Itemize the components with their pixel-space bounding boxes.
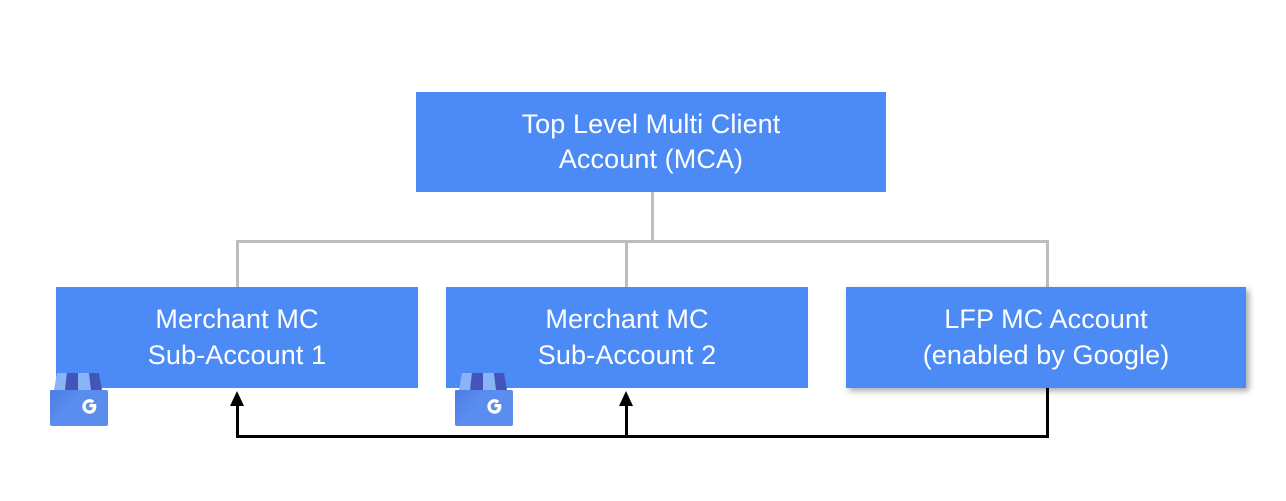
node-lfp-mc-account[interactable]: LFP MC Account (enabled by Google) bbox=[846, 287, 1246, 388]
feed-arrow-riser-lfp bbox=[1046, 388, 1049, 438]
connector-drop-lfp bbox=[1046, 240, 1049, 288]
feed-arrowhead-sub1 bbox=[230, 391, 244, 406]
connector-drop-sub1 bbox=[236, 240, 239, 288]
feed-arrow-horizontal-bus bbox=[236, 435, 1049, 438]
node-lfp-mc-account-label: LFP MC Account (enabled by Google) bbox=[922, 304, 1170, 370]
node-top-level-mca[interactable]: Top Level Multi Client Account (MCA) bbox=[416, 92, 886, 192]
node-top-level-mca-label: Top Level Multi Client Account (MCA) bbox=[521, 108, 781, 174]
feed-arrowhead-sub2 bbox=[619, 391, 633, 406]
connector-drop-sub2 bbox=[625, 240, 628, 288]
feed-arrow-stem-sub1 bbox=[236, 404, 239, 438]
connector-horizontal-bus bbox=[236, 240, 1049, 243]
node-merchant-sub-account-1[interactable]: Merchant MC Sub-Account 1 bbox=[56, 287, 418, 388]
connector-mca-stem bbox=[651, 192, 654, 243]
node-merchant-sub-account-2-label: Merchant MC Sub-Account 2 bbox=[537, 304, 717, 370]
node-merchant-sub-account-2[interactable]: Merchant MC Sub-Account 2 bbox=[446, 287, 808, 388]
feed-arrow-stem-sub2 bbox=[625, 404, 628, 438]
google-business-profile-storefront-icon bbox=[42, 368, 116, 426]
google-business-profile-storefront-icon bbox=[447, 368, 521, 426]
node-merchant-sub-account-1-label: Merchant MC Sub-Account 1 bbox=[147, 304, 327, 370]
